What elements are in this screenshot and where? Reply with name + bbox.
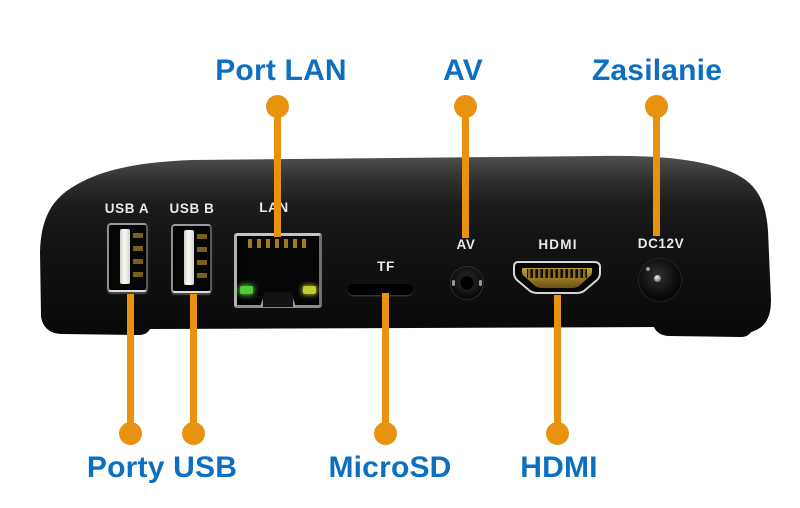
port-label-tf: TF <box>377 259 395 274</box>
usb-b-port <box>171 224 212 293</box>
callout-line-microsd <box>382 293 389 433</box>
usb-a-port <box>107 223 148 292</box>
usb-b-tongue <box>184 230 194 285</box>
callout-dot-hdmi <box>546 422 569 445</box>
lan-led-yellow <box>303 286 316 294</box>
tf-card-slot <box>348 284 413 295</box>
av-jack <box>450 266 484 300</box>
callout-dot-av <box>454 95 477 118</box>
dc-jack-glint <box>646 267 650 271</box>
av-jack-glint <box>479 280 482 286</box>
callout-line-zasilanie <box>653 106 660 236</box>
callout-line-usb-a <box>127 294 134 433</box>
callout-dot-port-lan <box>266 95 289 118</box>
lan-led-green <box>240 286 253 294</box>
hdmi-pins <box>527 269 587 278</box>
callout-dot-microsd <box>374 422 397 445</box>
callout-line-port-lan <box>274 106 281 237</box>
callout-label-zasilanie: Zasilanie <box>591 54 723 87</box>
av-jack-hole <box>458 274 476 292</box>
usb-a-contacts <box>133 233 143 281</box>
lan-port <box>234 233 322 308</box>
port-label-dc12v: DC12V <box>637 236 685 251</box>
callout-line-av <box>462 106 469 238</box>
callout-line-hdmi <box>554 295 561 433</box>
device-body <box>40 155 771 337</box>
port-label-usb-b: USB B <box>169 201 215 216</box>
dc-jack-pin <box>654 275 661 282</box>
callout-label-porty-usb: Porty USB <box>86 451 238 484</box>
port-label-av: AV <box>456 237 476 252</box>
callout-label-hdmi: HDMI <box>520 451 598 484</box>
callout-label-microsd: MicroSD <box>328 451 452 484</box>
av-jack-glint <box>452 280 455 286</box>
port-label-usb-a: USB A <box>104 201 150 216</box>
usb-b-contacts <box>197 234 207 282</box>
callout-line-usb-b <box>190 294 197 433</box>
port-label-hdmi: HDMI <box>538 237 578 252</box>
usb-a-tongue <box>120 229 130 284</box>
callout-dot-zasilanie <box>645 95 668 118</box>
dc-power-jack <box>638 258 682 302</box>
callout-label-port-lan: Port LAN <box>215 54 347 87</box>
lan-pins <box>248 239 308 248</box>
callout-dot-usb-b <box>182 422 205 445</box>
callout-dot-usb-a <box>119 422 142 445</box>
lan-latch <box>260 292 296 307</box>
callout-label-av: AV <box>443 54 483 87</box>
